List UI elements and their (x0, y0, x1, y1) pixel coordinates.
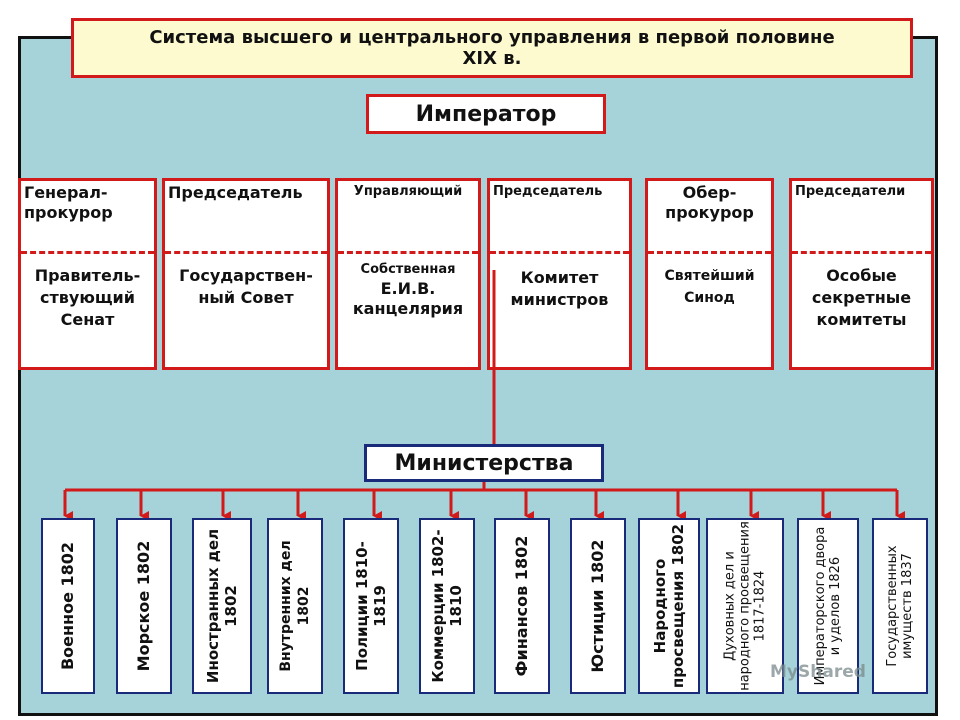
ministry-navy-label: Морское 1802 (134, 540, 153, 672)
ministry-commerce: Коммерции 1802-1810 (419, 518, 475, 694)
watermark-logo: MyShared (770, 662, 866, 682)
ministry-state-property-label: Государственных имуществ 1837 (885, 545, 915, 667)
ministry-navy: Морское 1802 (116, 518, 172, 694)
ministry-internal-affairs: Внутренних дел 1802 (267, 518, 323, 694)
committee-ministers-box: Председатель Комитет министров (487, 178, 632, 370)
senate-body: Правитель-ствующий Сенат (34, 266, 141, 329)
secret-committees-head: Председатели (792, 181, 931, 254)
synod-body: Святейший Синод (664, 268, 755, 306)
senate-head: Генерал-прокурор (21, 181, 154, 254)
ministry-police: Полиции 1810-1819 (343, 518, 399, 694)
title-line-2: XIX в. (462, 48, 522, 69)
ministry-imperial-court: Императорского двора и уделов 1826 (797, 518, 859, 694)
ministry-spiritual-affairs-label: Духовных дел и народного просвещения 181… (722, 521, 768, 691)
chancellery-body: Е.И.В. канцелярия (352, 279, 464, 318)
chancellery-body-small: Собственная (360, 262, 456, 277)
synod-box: Обер-прокурор Святейший Синод (645, 178, 774, 370)
committee-ministers-head: Председатель (490, 181, 629, 254)
ministry-finance-label: Финансов 1802 (512, 535, 531, 677)
ministry-police-label: Полиции 1810-1819 (353, 541, 389, 671)
diagram-title: Система высшего и центрального управлени… (71, 18, 913, 78)
ministry-public-education-label: Народного просвещения 1802 (651, 523, 687, 689)
ministry-war: Военное 1802 (41, 518, 95, 694)
ministry-arrows (63, 490, 905, 521)
ministry-foreign-affairs-label: Иностранных дел 1802 (204, 528, 240, 684)
chancellery-head: Управляющий (338, 181, 478, 254)
synod-head: Обер-прокурор (648, 181, 771, 254)
ministry-state-property: Государственных имуществ 1837 (872, 518, 928, 694)
secret-committees-box: Председатели Особые секретные комитеты (789, 178, 934, 370)
ministry-commerce-label: Коммерции 1802-1810 (429, 529, 465, 683)
state-council-head: Председатель (165, 181, 327, 254)
secret-committees-body: Особые секретные комитеты (811, 266, 912, 329)
committee-ministers-body: Комитет министров (510, 268, 609, 309)
title-line-1: Система высшего и центрального управлени… (149, 27, 835, 48)
ministry-justice: Юстиции 1802 (570, 518, 626, 694)
state-council-box: Председатель Государствен-ный Совет (162, 178, 330, 370)
state-council-body: Государствен-ный Совет (179, 266, 313, 307)
ministry-war-label: Военное 1802 (58, 541, 77, 671)
ministry-finance: Финансов 1802 (494, 518, 550, 694)
ministry-foreign-affairs: Иностранных дел 1802 (192, 518, 252, 694)
chancellery-box: Управляющий Собственная Е.И.В. канцеляри… (335, 178, 481, 370)
ministries-box: Министерства (364, 444, 604, 482)
ministry-internal-affairs-label: Внутренних дел 1802 (278, 540, 312, 672)
ministry-justice-label: Юстиции 1802 (588, 539, 607, 673)
chancellery-body-wrap: Собственная Е.И.В. канцелярия (338, 257, 478, 367)
emperor-box: Император (366, 94, 606, 134)
ministry-public-education: Народного просвещения 1802 (638, 518, 700, 694)
ministry-spiritual-affairs: Духовных дел и народного просвещения 181… (706, 518, 784, 694)
senate-box: Генерал-прокурор Правитель-ствующий Сена… (18, 178, 157, 370)
